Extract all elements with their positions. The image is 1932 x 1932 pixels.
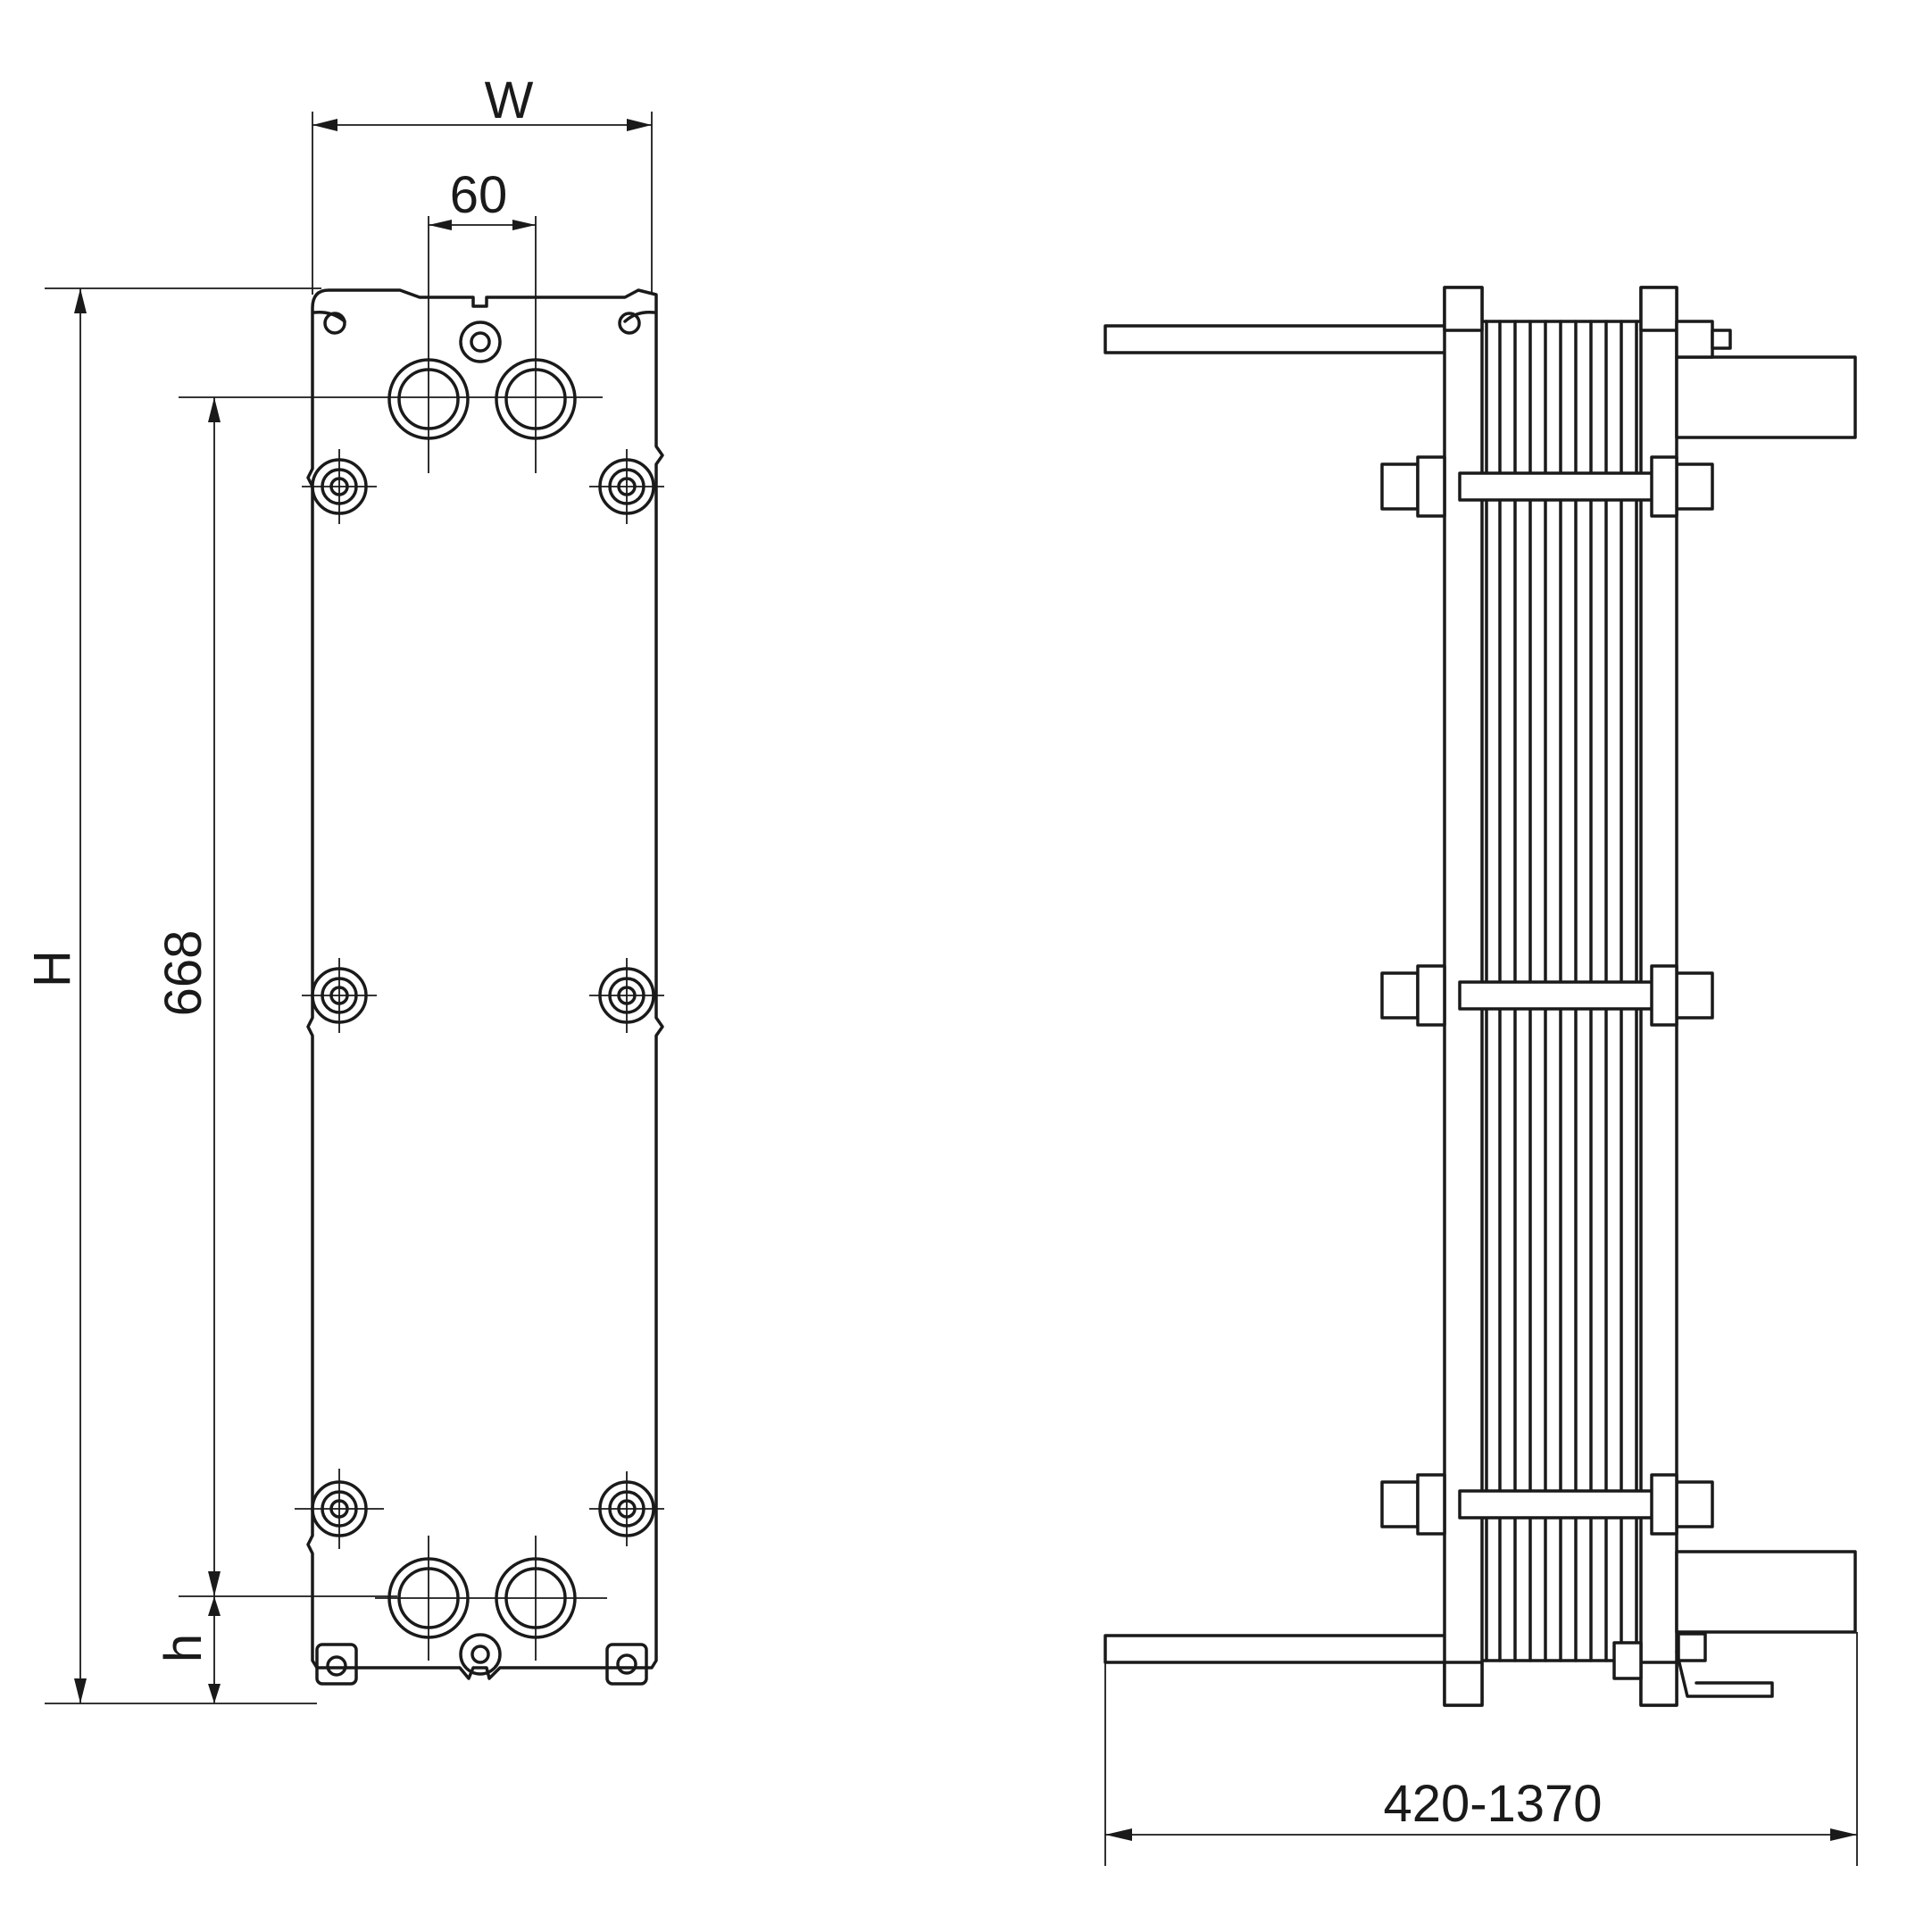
width-label: W [485, 71, 534, 129]
tie-rod-upper [1380, 455, 1714, 518]
port-distance-label: 668 [154, 930, 212, 1017]
front-view [295, 288, 664, 1686]
port-distance-arrow-top [208, 397, 221, 422]
tie-rod-lower [1380, 1473, 1714, 1536]
top-nut-cap [1711, 329, 1732, 350]
top-fitting-inner [470, 331, 491, 353]
pressure-plate-top-tab [1639, 286, 1678, 332]
offset-label: h [154, 1634, 212, 1662]
top-fitting [459, 321, 502, 363]
tie-rod-middle [1380, 964, 1714, 1027]
bolt-top-right [589, 449, 664, 524]
bolt-lower-right [589, 1471, 664, 1546]
top-right-slot-edge [623, 310, 656, 323]
upper-nozzle [1675, 355, 1857, 439]
fixed-frame-top-tab [1443, 286, 1484, 332]
offset-arrow-top [208, 1596, 221, 1616]
width-arrow-left [312, 119, 337, 131]
lower-nozzle [1675, 1550, 1857, 1634]
top-left-slot [323, 312, 346, 335]
bolt-top-left [302, 449, 377, 524]
bottom-fitting-inner [471, 1645, 490, 1664]
port-spacing-label: 60 [450, 166, 508, 224]
length-arrow-right [1830, 1828, 1857, 1841]
top-right-slot [618, 312, 641, 335]
bottom-left-guide [315, 1643, 358, 1686]
upper-guide-bar [1103, 324, 1448, 354]
top-nut [1675, 320, 1714, 359]
plate-outline [306, 288, 664, 1680]
height-label: H [23, 950, 81, 987]
bottom-fitting [459, 1633, 502, 1676]
length-label: 420-1370 [1383, 1775, 1602, 1833]
port-spacing-arrow-right [512, 220, 536, 230]
side-view [1103, 286, 1857, 1707]
bolt-lower-left [295, 1469, 384, 1549]
offset-arrow-bottom [208, 1684, 221, 1703]
length-arrow-left [1105, 1828, 1132, 1841]
height-arrow-top [74, 288, 87, 313]
side-view-dimensions: 420-1370 [1104, 1632, 1858, 1866]
port-spacing-arrow-left [429, 220, 452, 230]
height-arrow-bottom [74, 1678, 87, 1703]
width-arrow-right [627, 119, 652, 131]
pressure-plate-bottom-tab [1639, 1661, 1678, 1707]
support-bracket [1612, 1632, 1774, 1698]
bottom-right-guide [605, 1643, 648, 1686]
bolt-middle-right [589, 958, 664, 1033]
bolt-middle-left [302, 958, 377, 1033]
top-left-slot-edge [312, 310, 346, 323]
front-view-dimensions: W 60 H 668 h [23, 71, 653, 1704]
port-distance-arrow-bottom [208, 1571, 221, 1596]
lower-guide-bar [1103, 1634, 1448, 1664]
fixed-frame-bottom-tab [1443, 1661, 1484, 1707]
